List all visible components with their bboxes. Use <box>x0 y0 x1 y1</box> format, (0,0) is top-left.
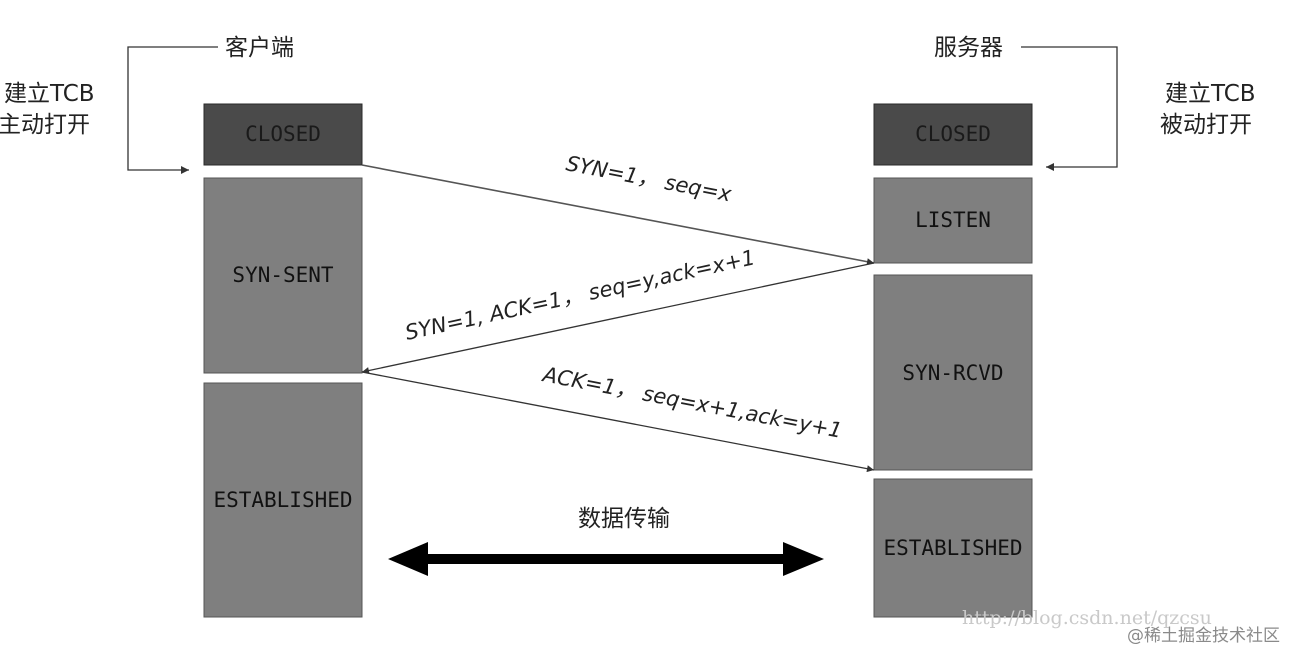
client-syn-sent-label: SYN-SENT <box>232 263 334 287</box>
server-syn-rcvd-label: SYN-RCVD <box>902 361 1003 385</box>
data-transfer-label: 数据传输 <box>578 506 670 532</box>
syn-ack-message-label: SYN=1, ACK=1， seq=y,ack=x+1 <box>403 245 757 345</box>
client-closed-label: CLOSED <box>245 122 321 146</box>
server-open-note-line1: 建立TCB <box>1165 81 1256 107</box>
server-closed-box <box>873 103 1033 166</box>
server-established-box <box>873 478 1033 618</box>
server-syn-rcvd-box <box>873 274 1033 471</box>
client-syn-sent-box <box>203 177 363 374</box>
syn-ack-arrow <box>361 262 875 374</box>
server-open-bracket <box>1021 46 1118 171</box>
watermark-brand: @稀土掘金技术社区 <box>1127 626 1280 646</box>
server-closed-label: CLOSED <box>915 122 991 146</box>
server-listen-label: LISTEN <box>915 208 991 232</box>
syn-message-label: SYN=1， seq=x <box>564 151 734 206</box>
client-established-label: ESTABLISHED <box>213 488 352 512</box>
ack-arrow <box>361 371 875 473</box>
data-transfer-double-arrow <box>388 542 824 576</box>
server-established-label: ESTABLISHED <box>883 536 1022 560</box>
client-open-note-line2: 主动打开 <box>0 112 90 138</box>
server-listen-box <box>873 177 1033 264</box>
client-open-note-line1: 建立TCB <box>4 81 95 107</box>
syn-arrow <box>361 164 875 266</box>
client-closed-box <box>203 103 363 166</box>
client-title: 客户端 <box>225 35 294 61</box>
client-open-bracket <box>127 46 218 174</box>
ack-message-label: ACK=1， seq=x+1,ack=y+1 <box>539 362 844 443</box>
server-open-note-line2: 被动打开 <box>1160 112 1252 138</box>
server-title: 服务器 <box>934 35 1003 61</box>
server-column: CLOSED LISTEN SYN-RCVD ESTABLISHED <box>873 103 1033 618</box>
client-established-box <box>203 382 363 618</box>
watermark-url: http://blog.csdn.net/qzcsu <box>962 607 1212 629</box>
client-column: CLOSED SYN-SENT ESTABLISHED <box>203 103 363 618</box>
